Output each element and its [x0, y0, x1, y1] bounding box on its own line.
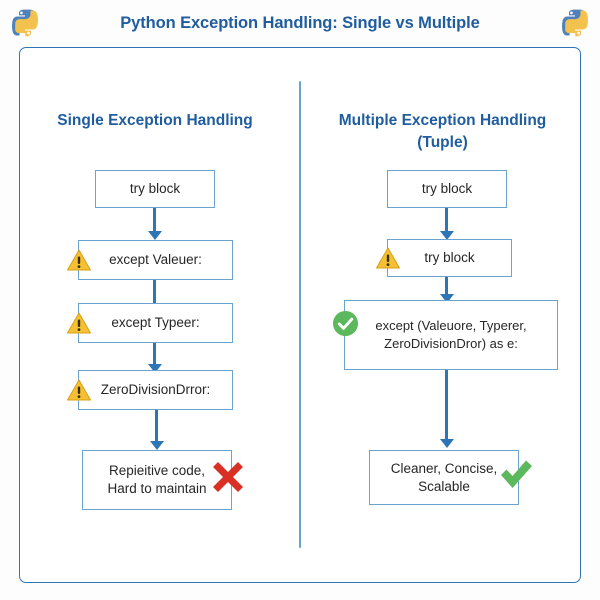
- flow-node-try-block[interactable]: try block: [387, 170, 507, 208]
- flow-node-zerodivisionerror[interactable]: ZeroDivisionDrror:: [78, 370, 233, 410]
- green-check-circle-icon: [332, 310, 359, 337]
- flow-arrow: [440, 370, 454, 450]
- flow-node-except-tuple[interactable]: except (Valeuore, Typerer, ZeroDivisionD…: [344, 300, 558, 370]
- warning-triangle-icon: [376, 247, 400, 269]
- column-heading-multiple: Multiple Exception Handling (Tuple): [338, 112, 547, 151]
- warning-triangle-icon: [67, 379, 91, 401]
- flow-node-outcome-negative[interactable]: Repieitive code, Hard to maintain: [82, 450, 232, 510]
- flow-node-try-block-inner[interactable]: try block: [387, 239, 512, 277]
- python-logo-icon: [562, 9, 588, 37]
- column-heading-single: Single Exception Handling: [57, 112, 253, 129]
- flow-arrow: [150, 410, 164, 452]
- green-check-icon: [501, 460, 532, 488]
- flow-node-except-valueerror[interactable]: except Valeuer:: [78, 240, 233, 280]
- column-divider: [299, 81, 301, 548]
- flow-node-outcome-positive[interactable]: Cleaner, Concise, Scalable: [369, 450, 519, 505]
- flow-arrow: [440, 208, 454, 240]
- warning-triangle-icon: [67, 249, 91, 271]
- flow-node-try-block[interactable]: try block: [95, 170, 215, 208]
- flow-arrow: [148, 208, 162, 240]
- python-logo-icon: [12, 9, 38, 37]
- flow-arrow: [440, 277, 454, 303]
- flow-arrow: [148, 343, 162, 373]
- flow-node-except-typeerror[interactable]: except Typeer:: [78, 303, 233, 343]
- warning-triangle-icon: [67, 312, 91, 334]
- red-x-icon: [213, 462, 243, 492]
- page-title: Python Exception Handling: Single vs Mul…: [120, 14, 480, 32]
